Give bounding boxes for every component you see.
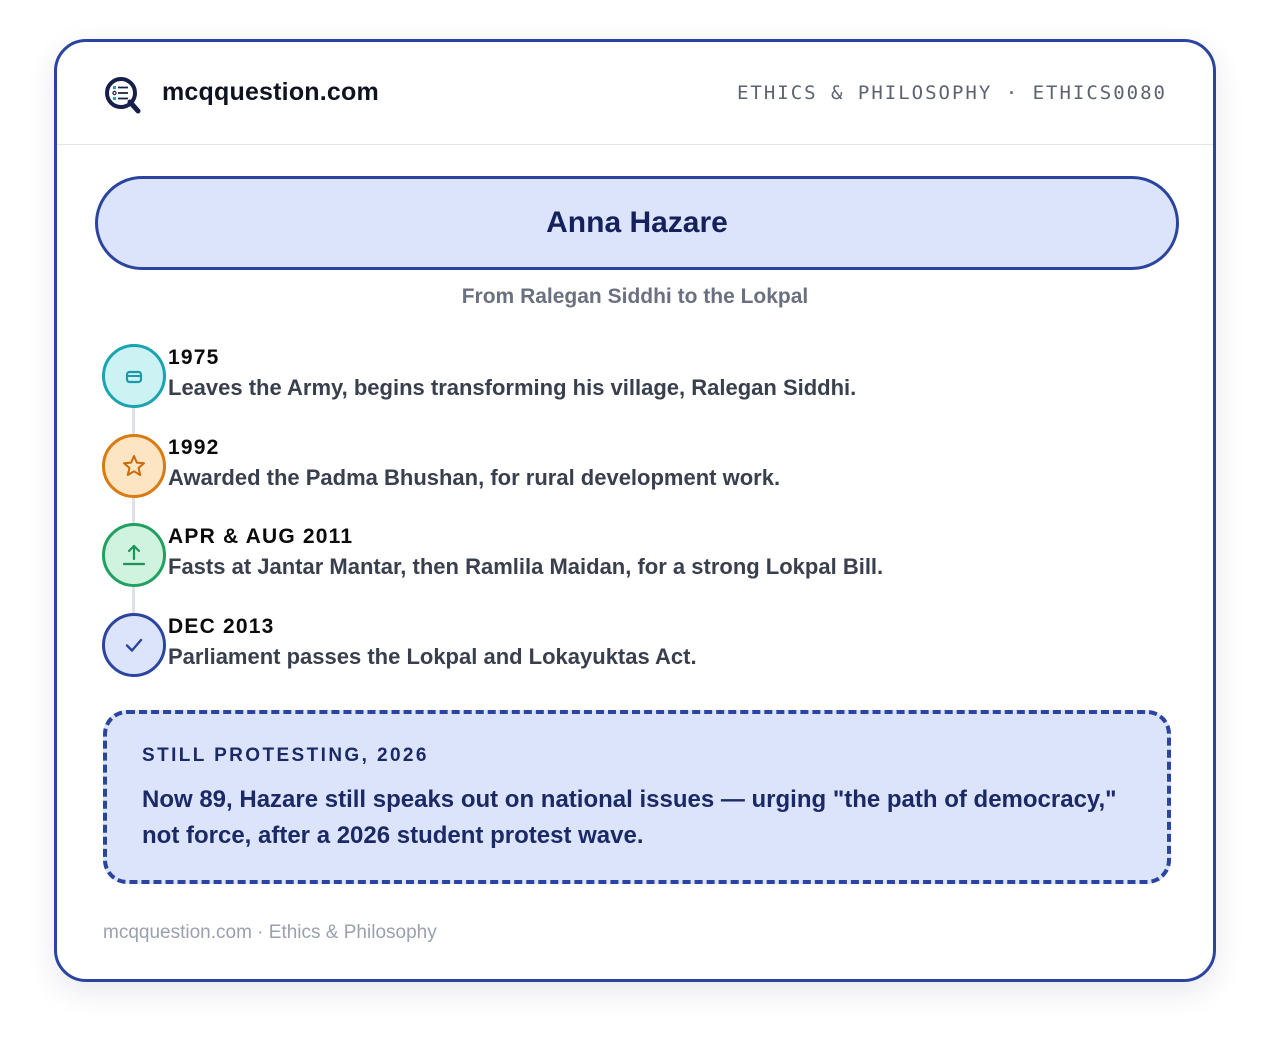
page-title: Anna Hazare <box>546 206 728 239</box>
timeline-text: Fasts at Jantar Mantar, then Ramlila Mai… <box>168 554 884 579</box>
timeline: 1975 Leaves the Army, begins transformin… <box>102 344 1182 684</box>
timeline-item: 1975 Leaves the Army, begins transformin… <box>102 344 1182 410</box>
timeline-text: Leaves the Army, begins transforming his… <box>168 375 857 400</box>
star-icon <box>102 434 166 498</box>
site-name[interactable]: mcqquestion.com <box>162 78 379 106</box>
timeline-item: APR & AUG 2011 Fasts at Jantar Mantar, t… <box>102 523 1182 589</box>
timeline-text: Awarded the Padma Bhushan, for rural dev… <box>168 465 781 490</box>
header: mcqquestion.com ETHICS & PHILOSOPHY · ET… <box>57 42 1213 145</box>
check-icon <box>102 613 166 677</box>
timeline-date: 1975 <box>168 346 220 369</box>
callout-label: STILL PROTESTING, 2026 <box>142 745 429 766</box>
timeline-line <box>132 380 135 630</box>
card: mcqquestion.com ETHICS & PHILOSOPHY · ET… <box>54 39 1216 982</box>
footer: mcqquestion.com · Ethics & Philosophy <box>103 922 437 943</box>
upload-arrow-icon <box>102 523 166 587</box>
timeline-date: DEC 2013 <box>168 615 275 638</box>
timeline-item: DEC 2013 Parliament passes the Lokpal an… <box>102 613 1182 679</box>
timeline-text: Parliament passes the Lokpal and Lokayuk… <box>168 644 697 669</box>
timeline-date: 1992 <box>168 436 220 459</box>
subtitle: From Ralegan Siddhi to the Lokpal <box>461 285 809 308</box>
quiz-logo-icon[interactable] <box>103 75 143 115</box>
callout-box: STILL PROTESTING, 2026 Now 89, Hazare st… <box>103 710 1171 884</box>
callout-text: Now 89, Hazare still speaks out on natio… <box>142 786 1117 849</box>
briefcase-icon <box>102 344 166 408</box>
timeline-item: 1992 Awarded the Padma Bhushan, for rura… <box>102 434 1182 500</box>
title-pill: Anna Hazare <box>95 176 1179 270</box>
timeline-date: APR & AUG 2011 <box>168 525 354 548</box>
breadcrumb: ETHICS & PHILOSOPHY · ETHICS0080 <box>736 82 1167 104</box>
